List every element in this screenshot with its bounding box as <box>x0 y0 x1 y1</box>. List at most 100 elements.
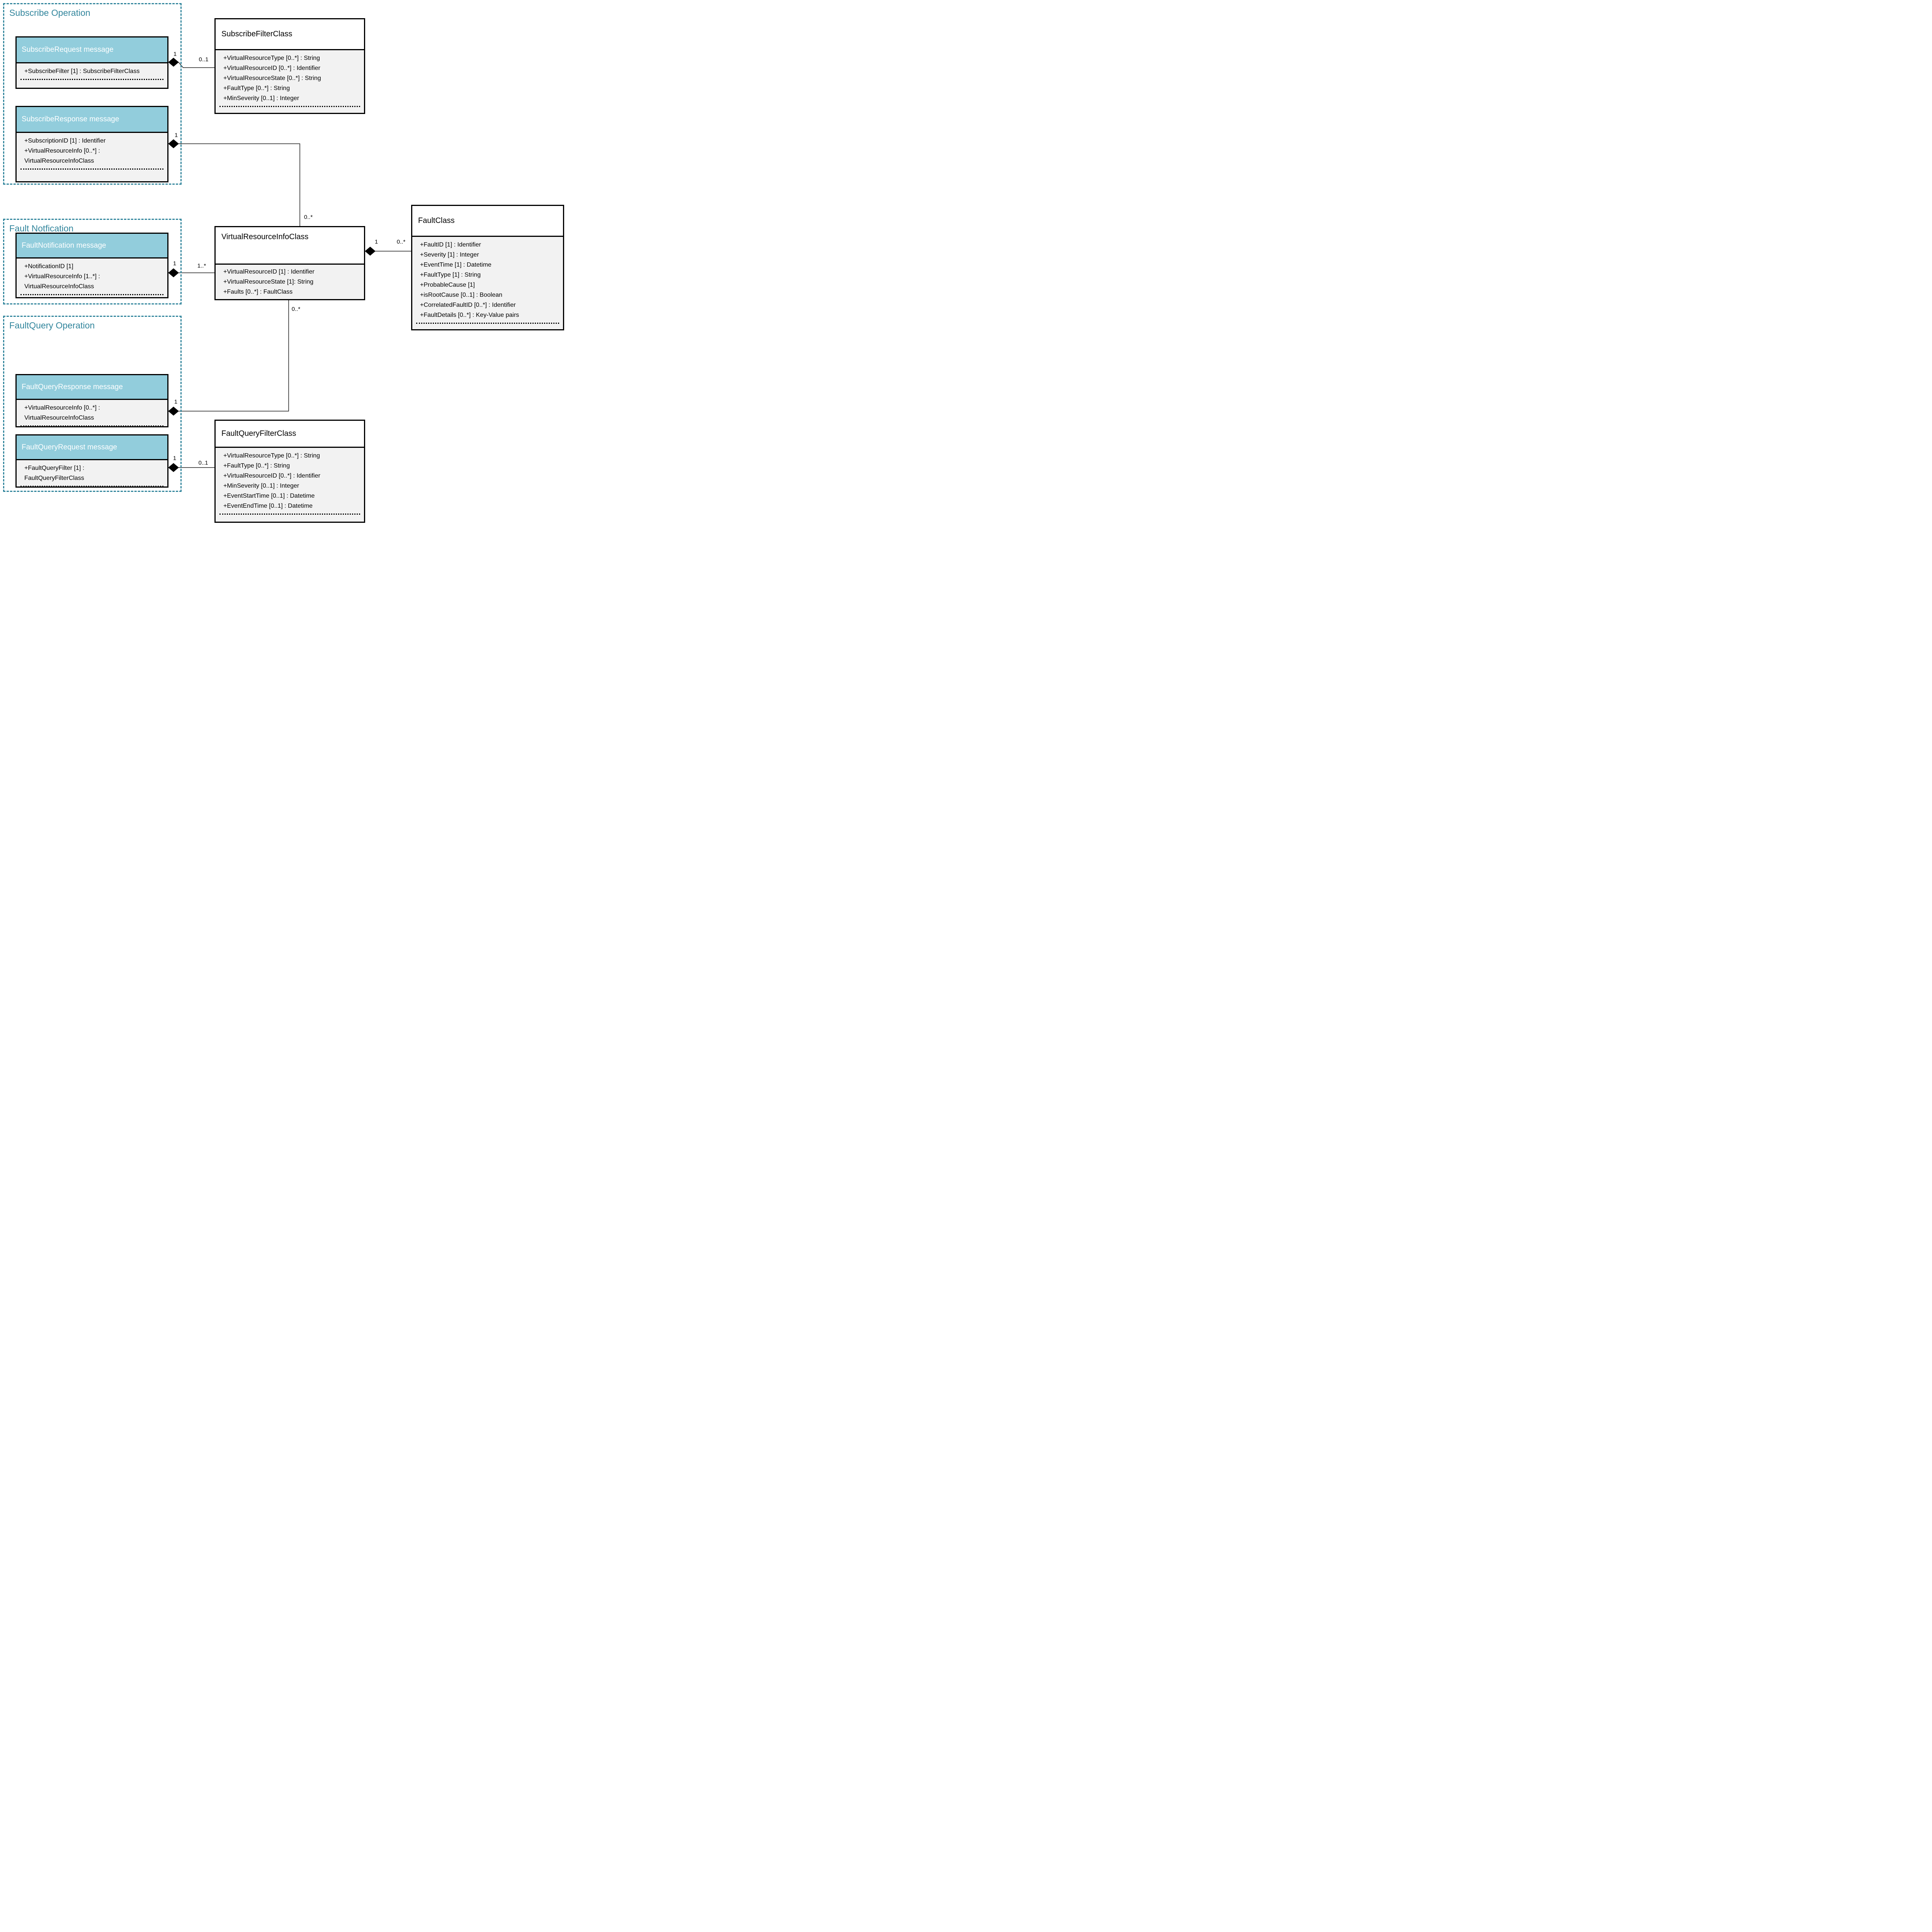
class-title: SubscribeFilterClass <box>221 30 293 38</box>
subscribe-response-message-box: SubscribeResponse message +SubscriptionI… <box>15 106 168 182</box>
multiplicity-label: 0..1 <box>199 56 209 63</box>
fault-notification-message-box: FaultNotification message +NotificationI… <box>15 233 168 298</box>
connector-subscriberesponse-to-virtualresourceinfoclass <box>168 139 300 226</box>
message-title: FaultQueryResponse message <box>22 383 123 391</box>
attribute: +VirtualResourceType [0..*] : String <box>223 452 320 459</box>
class-title: FaultClass <box>418 216 455 225</box>
attributes-compartment: +VirtualResourceID [1] : Identifier +Vir… <box>216 265 364 300</box>
subscribe-filter-class-box: SubscribeFilterClass +VirtualResourceTyp… <box>214 18 365 114</box>
attribute: +FaultType [1] : String <box>420 272 481 278</box>
attributes-separator <box>20 168 163 170</box>
attribute: FaultQueryFilterClass <box>24 475 84 481</box>
attribute: +SubscribeFilter [1] : SubscribeFilterCl… <box>24 68 140 75</box>
attribute: +FaultID [1] : Identifier <box>420 242 481 248</box>
multiplicity-label: 0..* <box>304 214 313 221</box>
attributes-separator <box>219 514 360 515</box>
attributes-compartment: +NotificationID [1] +VirtualResourceInfo… <box>17 259 167 295</box>
subscribe-request-message-box: SubscribeRequest message +SubscribeFilte… <box>15 36 168 89</box>
attribute: +EventStartTime [0..1] : Datetime <box>223 493 315 499</box>
attributes-separator <box>219 106 360 107</box>
attribute: +FaultQueryFilter [1] : <box>24 465 85 471</box>
attribute: +VirtualResourceID [0..*] : Identifier <box>223 473 320 479</box>
message-title: FaultNotification message <box>22 241 106 250</box>
faultquery-response-message-box: FaultQueryResponse message +VirtualResou… <box>15 374 168 427</box>
message-title: FaultQueryRequest message <box>22 443 117 451</box>
class-title: VirtualResourceInfoClass <box>221 233 309 241</box>
attributes-compartment: +VirtualResourceInfo [0..*] : VirtualRes… <box>17 400 167 426</box>
class-title-compartment: FaultQueryFilterClass <box>216 421 364 448</box>
connector-virtualresourceinfoclass-to-faultclass <box>365 247 411 256</box>
attribute: +Severity [1] : Integer <box>420 252 479 258</box>
attribute: +FaultType [0..*] : String <box>223 463 290 469</box>
multiplicity-label: 1 <box>173 51 177 58</box>
multiplicity-label: 1 <box>174 132 178 139</box>
message-title-bar: FaultQueryResponse message <box>17 375 167 400</box>
attribute: +FaultType [0..*] : String <box>223 85 290 92</box>
multiplicity-label: 1 <box>174 398 178 405</box>
attribute: +Faults [0..*] : FaultClass <box>223 289 293 295</box>
attributes-compartment: +VirtualResourceType [0..*] : String +Vi… <box>216 50 364 107</box>
class-title-compartment: FaultClass <box>412 206 563 237</box>
attribute: +VirtualResourceID [0..*] : Identifier <box>223 65 320 71</box>
multiplicity-label: 1 <box>374 238 378 245</box>
attribute: VirtualResourceInfoClass <box>24 415 94 421</box>
attribute: +VirtualResourceInfo [1..*] : <box>24 273 100 280</box>
message-title-bar: FaultQueryRequest message <box>17 435 167 460</box>
attribute: +NotificationID [1] <box>24 263 73 270</box>
attributes-compartment: +VirtualResourceType [0..*] : String +Fa… <box>216 448 364 515</box>
attribute: +EventEndTime [0..1] : Datetime <box>223 503 313 509</box>
attributes-compartment: +FaultID [1] : Identifier +Severity [1] … <box>412 237 563 324</box>
message-title: SubscribeResponse message <box>22 115 119 123</box>
attribute: +VirtualResourceInfo [0..*] : <box>24 148 100 154</box>
attribute: +isRootCause [0..1] : Boolean <box>420 292 503 298</box>
multiplicity-label: 0..* <box>396 238 406 245</box>
class-title-compartment: VirtualResourceInfoClass <box>216 227 364 265</box>
attribute: +VirtualResourceInfo [0..*] : <box>24 405 100 411</box>
composition-diamond-icon <box>365 247 376 256</box>
multiplicity-label: 1 <box>173 260 177 267</box>
attribute: +MinSeverity [0..1] : Integer <box>223 483 299 489</box>
class-title-compartment: SubscribeFilterClass <box>216 19 364 50</box>
attribute: +ProbableCause [1] <box>420 282 475 288</box>
class-title: FaultQueryFilterClass <box>221 429 296 438</box>
attribute: +VirtualResourceType [0..*] : String <box>223 55 320 61</box>
attribute: +FaultDetails [0..*] : Key-Value pairs <box>420 312 519 318</box>
attributes-compartment: +SubscribeFilter [1] : SubscribeFilterCl… <box>17 63 167 80</box>
virtual-resource-info-class-box: VirtualResourceInfoClass +VirtualResourc… <box>214 226 365 300</box>
uml-diagram-canvas: Subscribe Operation Fault Notfication Fa… <box>0 0 572 526</box>
multiplicity-label: 1..* <box>197 262 206 269</box>
attribute: +MinSeverity [0..1] : Integer <box>223 95 299 102</box>
attribute: +VirtualResourceID [1] : Identifier <box>223 269 315 275</box>
attributes-separator <box>20 294 163 295</box>
fault-class-box: FaultClass +FaultID [1] : Identifier +Se… <box>411 205 564 330</box>
multiplicity-label: 1 <box>173 455 177 462</box>
message-title-bar: SubscribeRequest message <box>17 37 167 63</box>
attributes-separator <box>219 299 360 300</box>
message-title-bar: FaultNotification message <box>17 234 167 259</box>
attributes-compartment: +SubscriptionID [1] : Identifier +Virtua… <box>17 133 167 170</box>
connector-faultqueryresponse-to-virtualresourceinfoclass <box>168 300 289 416</box>
group-label-fault-notification: Fault Notfication <box>9 223 74 233</box>
faultquery-filter-class-box: FaultQueryFilterClass +VirtualResourceTy… <box>214 420 365 523</box>
group-faultquery-operation: FaultQuery Operation <box>3 316 182 492</box>
group-subscribe-operation: Subscribe Operation <box>3 3 182 185</box>
attribute: VirtualResourceInfoClass <box>24 283 94 290</box>
attributes-separator <box>20 486 163 487</box>
attribute: +VirtualResourceState [1]: String <box>223 279 314 285</box>
group-fault-notification: Fault Notfication <box>3 219 182 304</box>
attributes-separator <box>20 79 163 80</box>
attribute: VirtualResourceInfoClass <box>24 158 94 164</box>
faultquery-request-message-box: FaultQueryRequest message +FaultQueryFil… <box>15 434 168 488</box>
attributes-separator <box>416 323 559 324</box>
group-label-subscribe-operation: Subscribe Operation <box>9 8 90 18</box>
multiplicity-label: 0..1 <box>198 459 208 466</box>
group-label-faultquery-operation: FaultQuery Operation <box>9 320 95 330</box>
attribute: +EventTime [1] : Datetime <box>420 262 492 268</box>
multiplicity-label: 0..* <box>291 306 301 313</box>
message-title: SubscribeRequest message <box>22 46 114 54</box>
attribute: +CorrelatedFaultID [0..*] : Identifier <box>420 302 516 308</box>
attributes-separator <box>20 425 163 426</box>
attribute: +VirtualResourceState [0..*] : String <box>223 75 321 82</box>
attributes-compartment: +FaultQueryFilter [1] : FaultQueryFilter… <box>17 460 167 487</box>
message-title-bar: SubscribeResponse message <box>17 107 167 133</box>
